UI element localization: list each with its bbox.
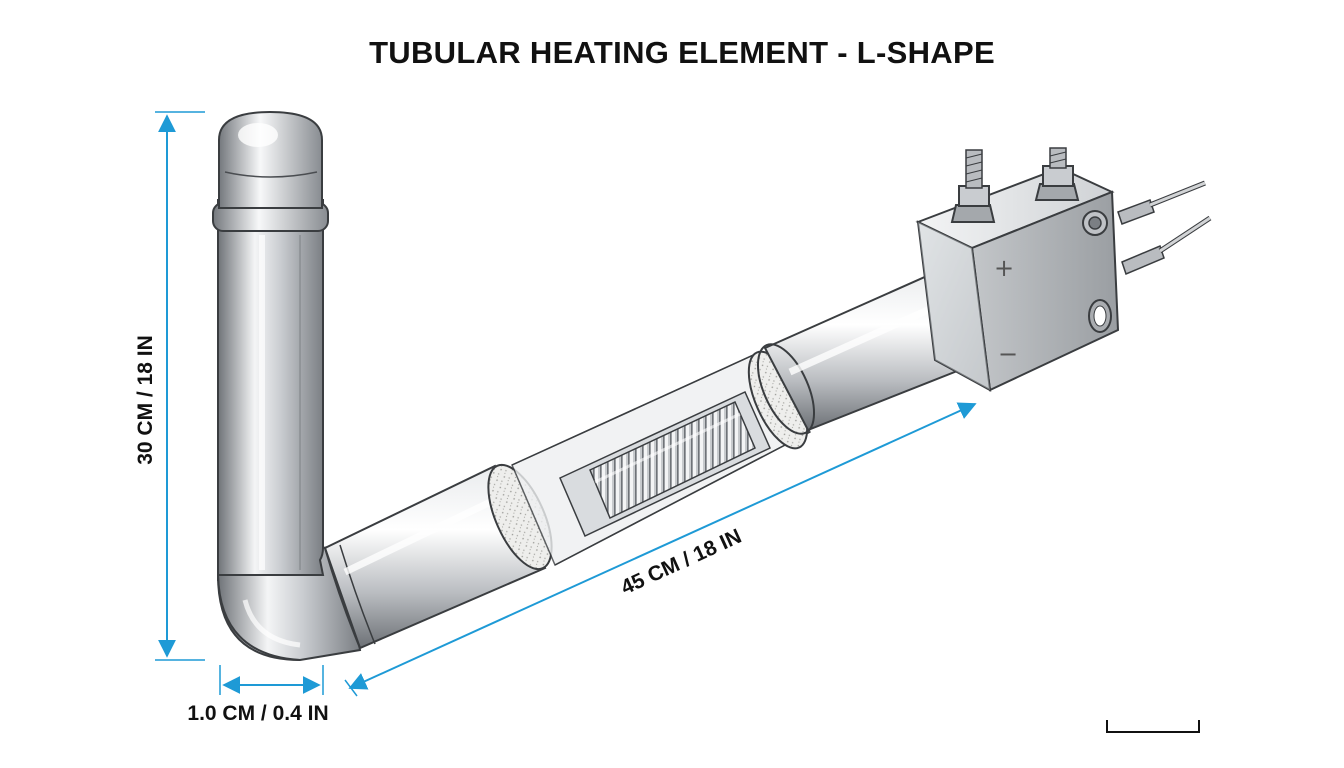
scale-bar — [1106, 720, 1200, 733]
cutaway-section — [511, 350, 812, 567]
diagram-title: TUBULAR HEATING ELEMENT - L-SHAPE — [369, 35, 995, 70]
lead-wires — [1117, 180, 1212, 276]
end-cap — [212, 110, 329, 232]
vertical-leg — [217, 199, 324, 581]
terminal-stud-right — [1034, 147, 1080, 201]
height-dimension: 30 CM / 18 IN — [134, 111, 205, 661]
diameter-label: 1.0 CM / 0.4 IN — [187, 702, 328, 725]
terminal-stud-left — [950, 149, 996, 223]
negative-sign: − — [998, 340, 1018, 368]
positive-sign: + — [994, 254, 1014, 282]
diameter-dimension: 1.0 CM / 0.4 IN — [187, 665, 329, 725]
length-label: 45 CM / 18 IN — [618, 525, 745, 600]
terminal-box: + − — [915, 166, 1120, 392]
height-label: 30 CM / 18 IN — [134, 335, 157, 465]
elbow-bend — [216, 543, 362, 662]
